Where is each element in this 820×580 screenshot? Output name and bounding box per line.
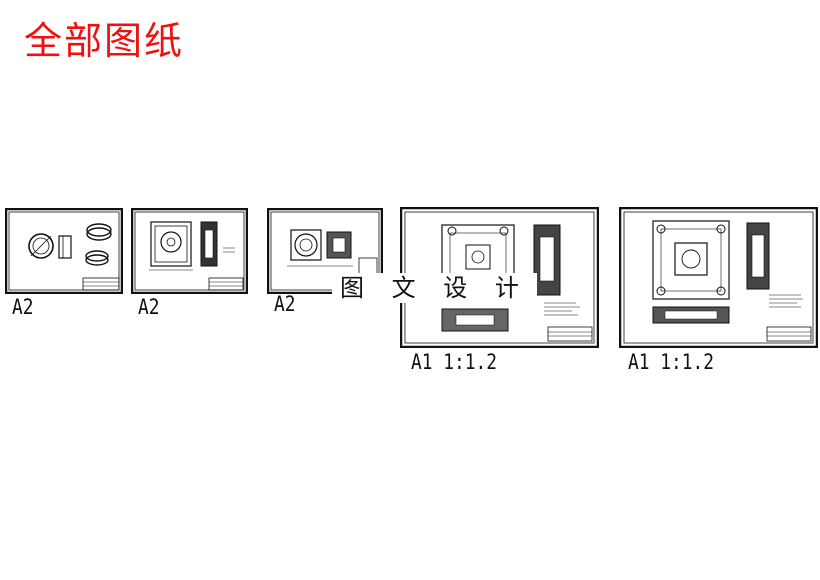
drawing-thumbnail: [619, 207, 818, 348]
watermark-text: 图 文 设 计: [332, 273, 537, 304]
drawing-sheet-5[interactable]: [619, 207, 818, 348]
drawing-thumbnail: [5, 208, 123, 294]
drawing-sheet-2[interactable]: [131, 208, 248, 294]
sheet-size-label-5: A1 1:1.2: [628, 350, 714, 374]
sheet-size-label-2: A2: [138, 295, 160, 319]
sheet-size-label-1: A2: [12, 295, 34, 319]
page-title: 全部图纸: [24, 19, 185, 63]
drawing-thumbnail: [267, 208, 383, 294]
sheet-size-label-3: A2: [274, 292, 296, 316]
sheet-size-label-4: A1 1:1.2: [411, 350, 497, 374]
drawing-sheet-3[interactable]: [267, 208, 383, 294]
drawing-sheet-1[interactable]: [5, 208, 123, 294]
drawing-thumbnail: [131, 208, 248, 294]
